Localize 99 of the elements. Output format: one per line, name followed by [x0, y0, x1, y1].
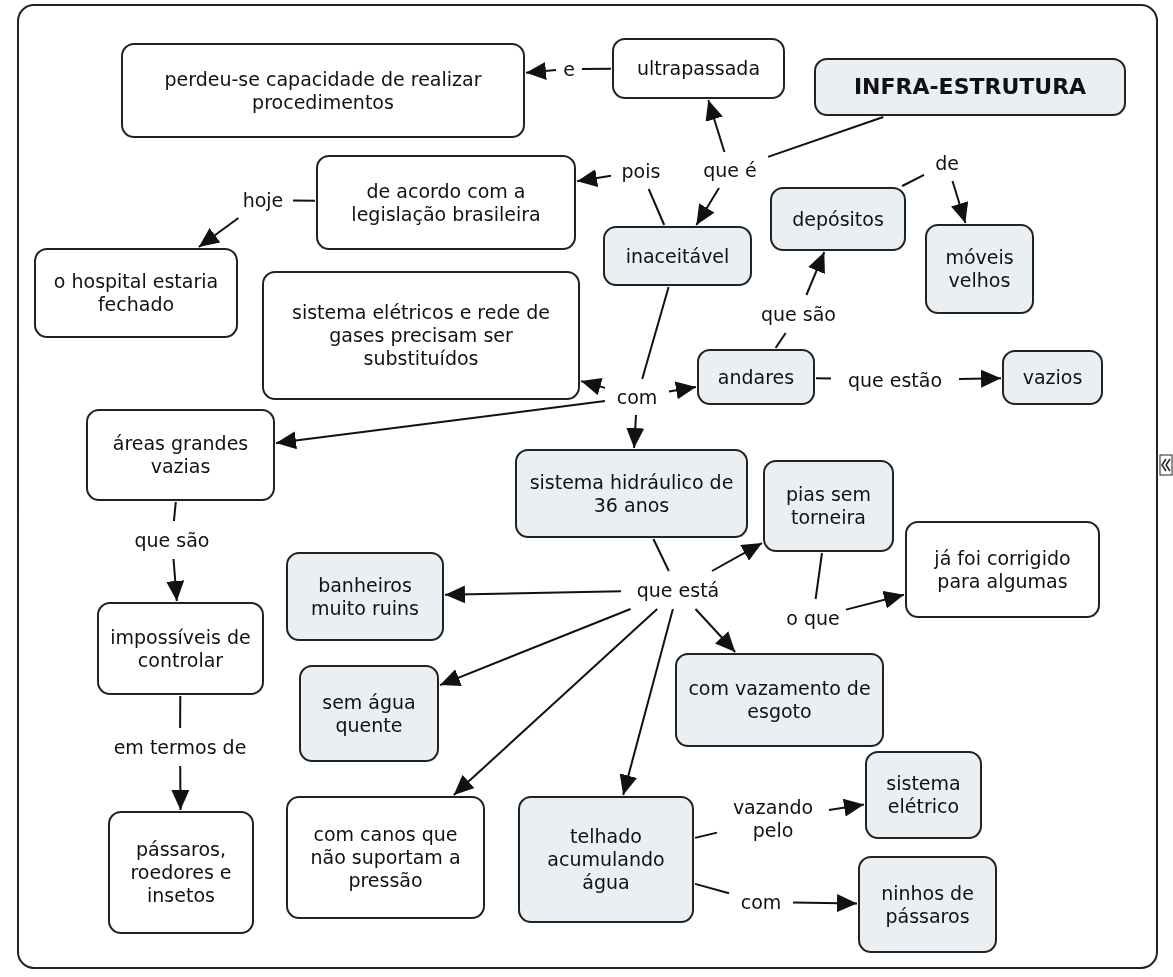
- linking-phrase: de: [929, 150, 965, 176]
- arrow: [444, 585, 622, 604]
- arrow: [668, 381, 697, 400]
- concept-box: [858, 856, 997, 953]
- concept-box: [814, 58, 1126, 116]
- concept-box: [905, 521, 1100, 618]
- concept-box: [299, 665, 439, 762]
- concept-text: móveis velhos: [944, 246, 1015, 292]
- concept-text: telhado acumulando água: [546, 825, 666, 894]
- arrow: [694, 608, 737, 653]
- concept-box: [108, 811, 254, 934]
- connector-line: [292, 199, 316, 202]
- arrow: [792, 894, 858, 913]
- linking-phrase: vazando pelo: [722, 790, 824, 848]
- concept-text: sem água quente: [321, 690, 417, 737]
- arrow: [166, 558, 185, 602]
- linking-phrase: que está: [626, 576, 730, 604]
- arrow: [275, 400, 606, 450]
- connector-line: [767, 116, 885, 158]
- concept-text: ninhos de pássaros: [880, 881, 975, 928]
- connector-line: [774, 332, 787, 349]
- linking-phrase: o que: [785, 604, 841, 632]
- connector-line: [815, 377, 832, 380]
- concept-text: perdeu-se capacidade de realizar procedimentos: [163, 67, 483, 114]
- concept-text: de acordo com a legislação brasileira: [350, 179, 542, 226]
- concept-box: [34, 248, 238, 338]
- connector-line: [172, 501, 177, 522]
- concept-text: depósitos: [792, 207, 884, 231]
- connector-line: [179, 695, 182, 729]
- concept-box: [763, 460, 894, 552]
- concept-box: [286, 552, 444, 641]
- connector-line: [694, 882, 730, 895]
- linking-phrase: pois: [616, 158, 666, 184]
- linking-phrase: que são: [752, 300, 845, 328]
- concept-box: [1002, 350, 1103, 405]
- concept-box: [697, 349, 815, 405]
- concept-text: sistema hidráulico de 36 anos: [528, 470, 735, 517]
- linking-phrase: hoje: [238, 187, 288, 213]
- arrow: [452, 608, 659, 796]
- concept-box: [286, 796, 485, 919]
- concept-text: o hospital estaria fechado: [52, 270, 220, 316]
- linking-phrase: que são: [124, 526, 220, 554]
- arrow: [171, 765, 190, 811]
- linking-phrase: que estão: [836, 367, 954, 393]
- arrow: [705, 99, 726, 153]
- arrow: [950, 180, 969, 224]
- arrow: [695, 187, 720, 226]
- concept-text: INFRA-ESTRUTURA: [853, 73, 1087, 101]
- concept-text: pias sem torneira: [785, 483, 872, 529]
- concept-box: [770, 187, 906, 251]
- concept-text: ultrapassada: [636, 57, 761, 80]
- concept-text: sistema elétrico: [885, 772, 962, 818]
- concept-text: andares: [717, 365, 795, 389]
- concept-box: [675, 653, 884, 747]
- concept-box: [612, 38, 785, 99]
- concept-text: banheiros muito ruins: [310, 573, 420, 620]
- connector-line: [814, 552, 823, 600]
- concept-text: impossíveis de controlar: [109, 625, 252, 672]
- concept-text: inaceitável: [625, 244, 730, 268]
- concept-box: [121, 43, 525, 138]
- arrow: [958, 369, 1002, 388]
- arrow: [439, 608, 632, 687]
- concept-text: já foi corrigido para algumas: [933, 546, 1072, 593]
- concept-box: [865, 751, 982, 839]
- concept-text: sistema elétricos e rede de gases precisam ser substituídos: [291, 301, 551, 370]
- connector-line: [581, 67, 612, 70]
- concept-box: [603, 226, 752, 286]
- concept-box: [262, 271, 580, 400]
- concept-box: [518, 796, 694, 923]
- connector-line: [901, 173, 925, 187]
- concept-box: [86, 409, 275, 501]
- arrow: [525, 62, 557, 80]
- concept-text: com canos que não suportam a pressão: [309, 823, 462, 892]
- linking-phrase: e: [561, 57, 577, 81]
- connector-line: [652, 538, 670, 572]
- arrow: [619, 608, 674, 796]
- concept-text: áreas grandes vazias: [111, 432, 250, 478]
- arrow: [576, 169, 612, 187]
- concept-text: vazios: [1022, 366, 1083, 389]
- concept-text: com vazamento de esgoto: [687, 677, 872, 723]
- linking-phrase: em termos de: [99, 733, 261, 761]
- concept-box: [515, 449, 748, 538]
- connector-line: [641, 286, 670, 380]
- concept-text: pássaros, roedores e insetos: [129, 838, 233, 907]
- concept-box: [925, 224, 1034, 314]
- connector-line: [694, 831, 718, 839]
- arrow: [845, 590, 905, 611]
- arrow: [626, 414, 645, 449]
- linking-phrase: com: [734, 888, 788, 916]
- arrow: [805, 251, 826, 296]
- concept-box: [316, 155, 576, 250]
- arrow: [197, 217, 240, 248]
- concept-box: [97, 602, 264, 695]
- connector-line: [647, 188, 666, 226]
- arrow: [580, 377, 606, 396]
- linking-phrase: que é: [697, 157, 763, 183]
- linking-phrase: com: [610, 384, 664, 410]
- arrow: [711, 542, 763, 572]
- arrow: [828, 798, 865, 817]
